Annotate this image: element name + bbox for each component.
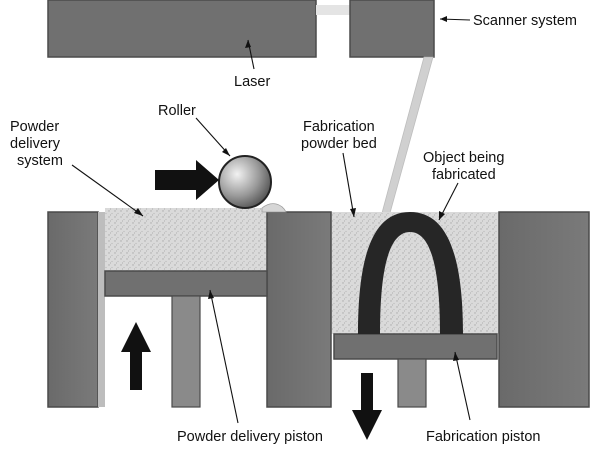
scanner-block [349,0,435,58]
object-arrowhead [439,211,445,220]
fabrication-piston-label: Fabrication piston [426,429,540,445]
roller-direction-arrow [155,160,219,200]
laser-arrowhead [245,40,251,48]
fabrication-piston-plate [333,333,498,360]
fabricated-object [358,212,463,334]
leader-arrowheads [134,16,459,361]
left-wall [47,211,99,408]
powder-delivery-powder [105,208,267,271]
left-wall-edge [98,212,105,407]
fabrication-bed-label-line1: Fabrication [303,119,375,135]
powder-delivery-label-line1: Powder [10,119,59,135]
delivery-up-arrow [121,322,151,390]
delivery-piston-leader [209,289,239,424]
middle-wall [266,211,332,408]
delivery-piston-label: Powder delivery piston [177,429,323,445]
scanner-system-label: Scanner system [473,13,577,29]
powder-delivery-label-line2: delivery [10,136,61,152]
delivery-piston-plate [104,270,268,297]
powder-delivery-leader [71,164,144,217]
scanner-arrowhead [440,16,447,22]
fabrication-bed-arrowhead [350,208,356,217]
right-wall [498,211,590,408]
powder-spill [261,203,287,213]
fabrication-bed-label-line2: powder bed [301,136,377,152]
roller [218,155,272,209]
fabrication-piston-leader [454,351,471,421]
fabrication-bed-leader [342,152,355,218]
object-label-line1: Object being [423,150,504,166]
laser-label: Laser [234,74,270,90]
scanner-beam [381,56,434,214]
fabrication-piston-arrowhead [453,352,459,361]
powder-delivery-arrowhead [134,208,143,216]
delivery-piston-arrowhead [208,290,214,299]
laser-beam [316,5,350,15]
object-label-line2: fabricated [432,167,496,183]
fabrication-down-arrow [352,373,382,440]
powder-delivery-label-line3: system [17,153,63,169]
fabrication-piston-rod [397,358,427,408]
roller-arrowhead [222,148,230,156]
delivery-piston-rod [171,295,201,408]
laser-block [47,0,317,58]
roller-label: Roller [158,103,196,119]
